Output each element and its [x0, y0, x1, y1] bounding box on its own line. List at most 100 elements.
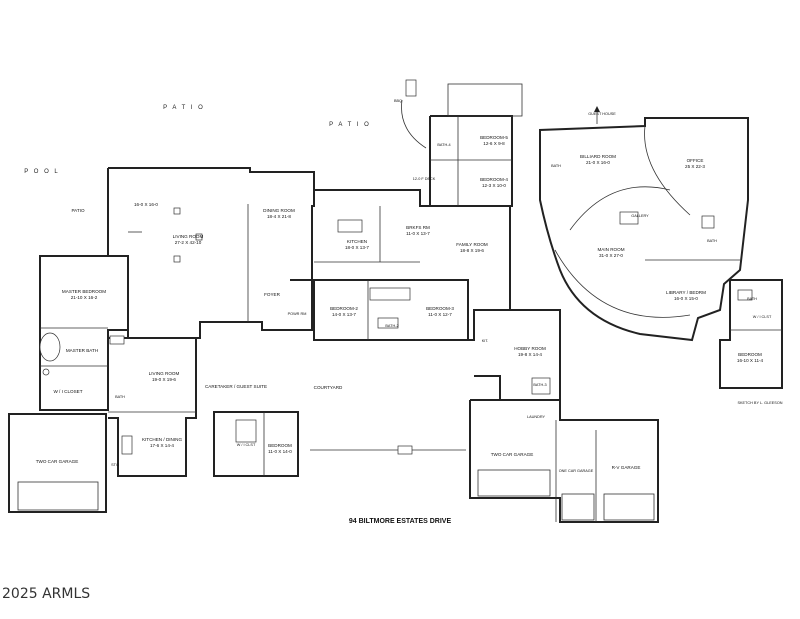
column-icon [173, 255, 181, 263]
bath-fixture-icon [701, 215, 715, 229]
se-bedroom-wall [719, 279, 783, 389]
billiard-name: BILLIARD ROOM [580, 154, 616, 159]
stg-name: STG [111, 463, 119, 467]
dining-room-dims: 18-4 X 21-8 [267, 214, 291, 219]
main-room-arc-low [554, 249, 691, 318]
guest-house-label: GUEST HOUSE [588, 112, 616, 116]
bkfst-dims: 11-0 X 13-7 [406, 231, 430, 236]
family-room-dims: 18-8 X 19-6 [460, 248, 484, 253]
rv-garage-name: R-V GARAGE [612, 465, 641, 470]
toilet-icon [42, 368, 50, 376]
room-16x16-name: 16-0 X 16-0 [134, 202, 158, 207]
bathtub-icon [39, 332, 61, 362]
master-bedroom-dims: 21-10 X 16-2 [71, 295, 98, 300]
column-icon [173, 207, 181, 215]
sink-icon [109, 335, 125, 345]
hobby-room-name: HOBBY ROOM [514, 346, 546, 351]
right-garage-door [477, 469, 551, 497]
master-wing-wall [39, 255, 129, 411]
bedroom4-name: BEDROOM-4 [480, 177, 508, 182]
caretaker-bath-name: BATH [115, 395, 125, 399]
billiard-dims: 21-0 X 16-0 [586, 160, 610, 165]
main-room-dims: 31-0 X 27-0 [599, 253, 623, 258]
se-bath-name: BATH [747, 297, 757, 301]
column-icon [195, 233, 203, 241]
guest-bedroom-wall [213, 411, 299, 477]
gallery-name: GALLERY [631, 214, 649, 218]
se-bedroom-name: BEDROOM [738, 352, 762, 357]
two-car-left-name: TWO CAR GARAGE [36, 459, 79, 464]
main-room-arc [569, 186, 671, 231]
foyer-name: FOYER [264, 292, 281, 297]
two-car-right-name: TWO CAR GARAGE [491, 452, 534, 457]
se-closet-name: W / I CLST [753, 315, 772, 319]
guest-bedroom-name: BEDROOM [268, 443, 292, 448]
bedrooms-wall [314, 279, 469, 341]
library-dims: 16-0 X 15-0 [674, 296, 698, 301]
bedroom3-dims: 11-0 X 12-7 [428, 312, 452, 317]
bbq-curve [401, 99, 427, 149]
gallery-curve [644, 125, 691, 216]
patio-label-b: P A T I O [329, 122, 371, 128]
deck-name: 12-0 F DECK [413, 177, 436, 181]
bedroom5-name: BEDROOM-5 [480, 135, 508, 140]
bbq-grill [405, 79, 417, 97]
bedroom2-dims: 14-0 X 13-7 [332, 312, 356, 317]
powder-name: POWR RM [288, 312, 307, 316]
library-name: LIBRARY / BEDRM [666, 290, 706, 295]
bath2-tub-icon [377, 317, 399, 329]
kitchen-dining-name: KITCHEN / DINING [142, 437, 182, 442]
bedroom-4-5-wall [429, 115, 513, 207]
living-room-name: LIVING ROOM [173, 234, 204, 239]
kitchen-dining-dims: 17-6 X 14-4 [150, 443, 174, 448]
bedroom5-dims: 12-6 X 9-8 [483, 141, 505, 146]
one-car-door [561, 493, 595, 521]
main-room-name: MAIN ROOM [597, 247, 624, 252]
guest-closet-name: W / I CLST [237, 443, 256, 447]
guest-bedroom-dims: 11-0 X 14-0 [268, 449, 292, 454]
laundry-name: LAUNDRY [527, 415, 546, 419]
se-bedroom-dims: 16-10 X 11-4 [737, 358, 764, 363]
right-garages-wall [469, 399, 659, 523]
patio-label-a: P A T I O [163, 105, 205, 111]
bath2-name: BATH-2 [385, 324, 398, 328]
room-labels: 16-0 X 16-0 LIVING ROOM 27-2 X 42-10 DIN… [36, 135, 783, 473]
patio-label-c: PATIO [71, 208, 85, 213]
courtyard-gate [397, 445, 413, 455]
living-block-wall [107, 167, 315, 339]
dining-room-name: DINING ROOM [263, 208, 295, 213]
family-room-name: FAMILY ROOM [456, 242, 488, 247]
sketch-credit: SKETCH BY L. GLEESON [737, 401, 782, 405]
bbq-label: BBQ [394, 99, 402, 103]
east-wing-wall [539, 117, 749, 342]
living-room2-name: LIVING ROOM [149, 371, 180, 376]
stair-icon [121, 435, 133, 455]
left-garage-door [17, 481, 99, 511]
closet-icon [369, 287, 411, 301]
bedroom4-dims: 12-3 X 10-0 [482, 183, 506, 188]
kitchen-family-wall [290, 189, 511, 341]
living-room-dims: 27-2 X 42-10 [175, 240, 202, 245]
bath4-name: BATH-4 [437, 143, 450, 147]
kitchen-dims: 18-0 X 13-7 [345, 245, 369, 250]
kit-name: KIT. [482, 339, 489, 343]
guest-closet-icon [235, 419, 257, 443]
se-bath-tub-icon [737, 289, 753, 301]
wi-closet-name: W / I CLOSET [53, 389, 82, 394]
left-garage-wall [8, 413, 107, 513]
kitchen-island-icon [337, 219, 363, 233]
master-bedroom-name: MASTER BEDROOM [62, 289, 106, 294]
gallery-bar-icon [619, 211, 639, 225]
bedroom3-name: BEDROOM-3 [426, 306, 454, 311]
bath3-shower-icon [531, 377, 551, 395]
caretaker-name: CARETAKER / GUEST SUITE [205, 384, 267, 389]
main-bath-name: BATH [707, 239, 717, 243]
courtyard-label: COURTYARD [314, 385, 343, 390]
caretaker-wing-wall [108, 337, 197, 477]
master-bath-name: MASTER BATH [66, 348, 98, 353]
walls [8, 79, 783, 523]
billiard-bath-name: BATH [551, 164, 561, 168]
bath3-name: BATH-3 [533, 383, 546, 387]
